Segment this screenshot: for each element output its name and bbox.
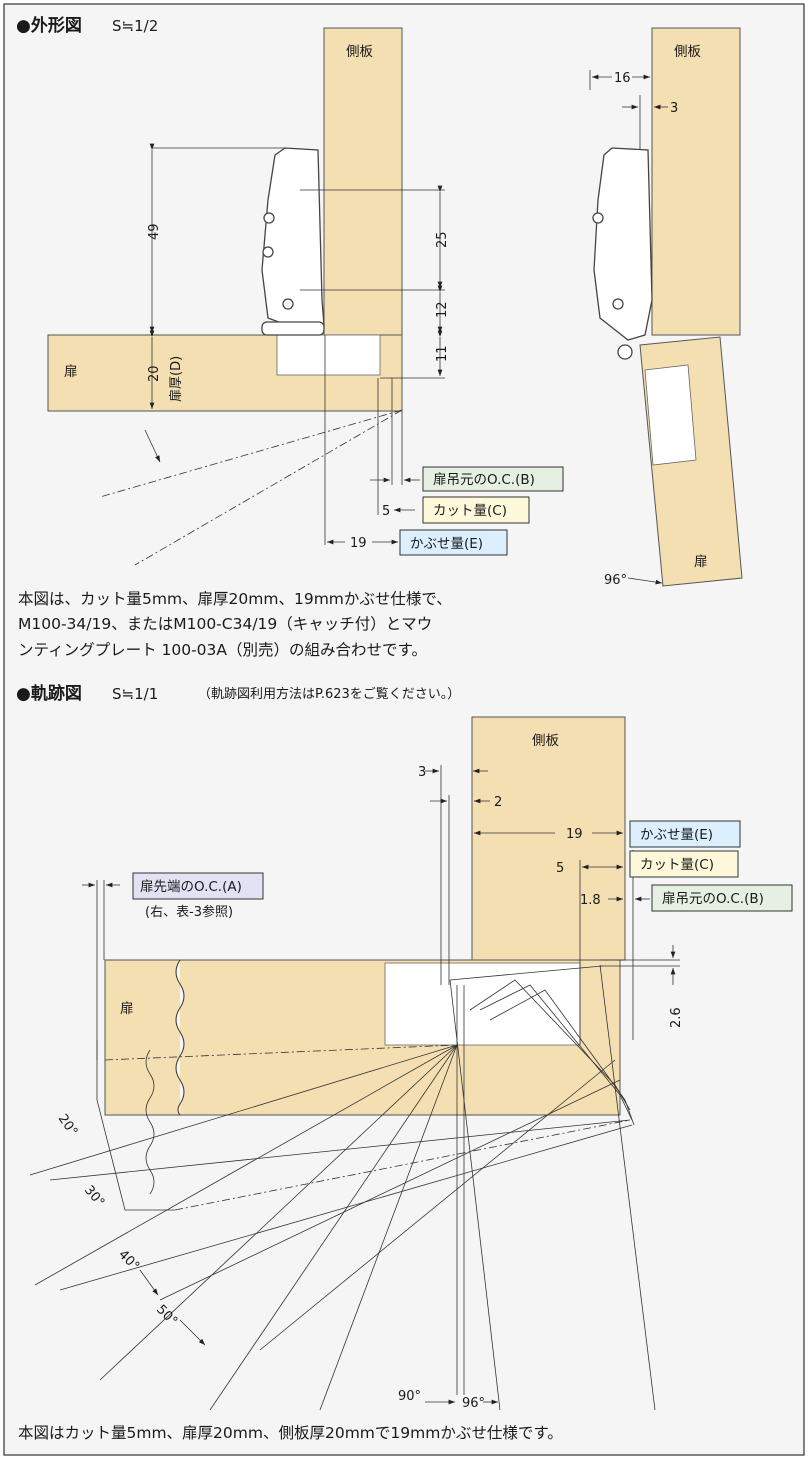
door-label: 扉	[64, 364, 78, 380]
trajectory-lines	[29, 964, 656, 1411]
dim-12: 12	[435, 301, 450, 318]
trajectory-scale: S≒1/1	[112, 685, 158, 703]
closed-view: 側板 扉 49 20 扉厚(D) 25 12 11	[47, 27, 564, 566]
side-panel	[323, 27, 403, 336]
angle-96: 96°	[604, 573, 627, 588]
trajectory-section: ●軌跡図 S≒1/1 （軌跡図利用方法はP.623をご覧ください。） 側板 扉	[16, 683, 793, 1442]
dim-19: 19	[350, 536, 367, 551]
dim-19: 19	[566, 827, 583, 842]
dim-5: 5	[556, 861, 564, 876]
label-cut-c: カット量(C)	[629, 850, 739, 878]
dim-5: 5	[382, 504, 390, 519]
trajectory-caption: 本図はカット量5mm、扉厚20mm、側板厚20mmで19mmかぶせ仕様です。	[18, 1424, 563, 1442]
svg-text:かぶせ量(E): かぶせ量(E)	[640, 827, 713, 843]
caption-line: ンティングプレート 100-03A（別売）の組み合わせです。	[18, 641, 427, 659]
side-panel-label: 側板	[532, 733, 560, 749]
hinge-cup	[644, 364, 697, 466]
open-view: 側板 扉 16 3 96°	[589, 27, 743, 588]
svg-text:扉先端のO.C.(A): 扉先端のO.C.(A)	[140, 879, 242, 895]
label-oc-b: 扉吊元のO.C.(B)	[422, 466, 564, 492]
hinge-screw	[263, 212, 275, 224]
hinge-screw	[262, 246, 274, 258]
trajectory-title: ●軌跡図	[16, 683, 82, 704]
oc-a-note: (右、表-3参照)	[145, 904, 233, 920]
label-overlay-e: かぶせ量(E)	[399, 529, 508, 556]
dim-20: 20	[147, 365, 162, 382]
dim-49: 49	[147, 223, 162, 240]
svg-text:扉吊元のO.C.(B): 扉吊元のO.C.(B)	[433, 472, 535, 488]
hinge-base	[261, 321, 325, 336]
hinge-cup	[384, 962, 581, 1046]
side-panel	[651, 27, 741, 336]
svg-text:カット量(C): カット量(C)	[640, 857, 714, 873]
dim-25: 25	[435, 231, 450, 248]
hinge-arm	[593, 147, 653, 341]
outline-section: ●外形図 S≒1/2 側板 扉 49 20 扉厚(D) 25	[16, 15, 743, 659]
svg-text:カット量(C): カット量(C)	[433, 503, 507, 519]
label-overlay-e: かぶせ量(E)	[629, 820, 741, 848]
side-panel-label: 側板	[674, 44, 702, 60]
hinge-screw	[282, 298, 294, 310]
trajectory-note: （軌跡図利用方法はP.623をご覧ください。）	[198, 686, 460, 702]
hinge-cup	[276, 334, 381, 376]
dim-3: 3	[418, 765, 426, 780]
dim-16: 16	[614, 71, 631, 86]
label-cut-c: カット量(C)	[422, 496, 530, 524]
label-oc-b: 扉吊元のO.C.(B)	[651, 884, 793, 912]
side-panel	[471, 716, 626, 961]
caption-line: M100-34/19、またはM100-C34/19（キャッチ付）とマウ	[18, 615, 432, 633]
caption-line: 本図は、カット量5mm、扉厚20mm、19mmかぶせ仕様で、	[18, 590, 452, 608]
svg-text:かぶせ量(E): かぶせ量(E)	[410, 536, 483, 552]
angle-90: 90°	[398, 1389, 421, 1404]
dim-3: 3	[670, 101, 678, 116]
dim-2-6: 2.6	[669, 1007, 684, 1028]
svg-text:扉吊元のO.C.(B): 扉吊元のO.C.(B)	[662, 891, 764, 907]
outline-title: ●外形図	[16, 15, 82, 36]
outline-scale: S≒1/2	[112, 17, 158, 35]
dim-1-8: 1.8	[580, 893, 601, 908]
break-line	[175, 959, 185, 1116]
label-oc-a: 扉先端のO.C.(A)	[132, 872, 264, 900]
hinge-pivot	[617, 344, 633, 360]
angle-96: 96°	[462, 1396, 485, 1411]
door-label: 扉	[694, 554, 708, 570]
side-panel-label: 側板	[346, 44, 373, 60]
door-label: 扉	[120, 1001, 134, 1017]
dim-11: 11	[435, 345, 450, 362]
dim-2: 2	[494, 795, 502, 810]
door-thickness-label: 扉厚(D)	[168, 356, 184, 402]
